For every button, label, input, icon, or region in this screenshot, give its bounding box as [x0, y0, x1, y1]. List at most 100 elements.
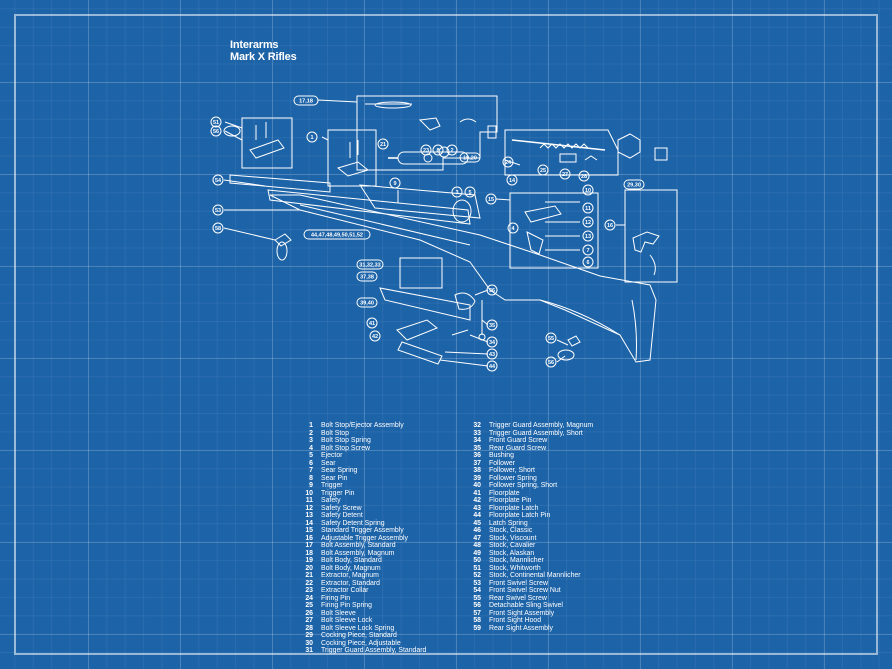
- trigger-guard-group: [379, 257, 486, 365]
- part-name: Rear Swivel Screw: [489, 594, 547, 602]
- callout-41: 41: [366, 317, 378, 329]
- part-name: Bolt Stop Screw: [321, 444, 371, 452]
- part-name: Floorplate Pin: [489, 497, 532, 504]
- part-number: 6: [309, 459, 313, 467]
- svg-text:6: 6: [586, 260, 589, 266]
- part-name: Extractor Collar: [321, 587, 369, 594]
- svg-text:39,40: 39,40: [360, 301, 374, 307]
- svg-text:21: 21: [380, 142, 386, 148]
- callout-43: 43: [486, 348, 498, 360]
- svg-text:19,20: 19,20: [463, 156, 477, 162]
- part-number: 1: [309, 422, 313, 429]
- part-name: Ejector: [321, 452, 343, 459]
- part-name: Front Swivel Screw Nut: [489, 587, 561, 594]
- part-name: Follower Spring: [489, 474, 537, 482]
- callout-11: 11: [582, 202, 594, 214]
- part-number: 46: [473, 527, 481, 534]
- part-number: 20: [305, 564, 313, 572]
- svg-text:56: 56: [548, 360, 554, 366]
- part-number: 48: [473, 542, 481, 549]
- svg-text:51: 51: [213, 120, 219, 126]
- callout-5: 5: [464, 186, 476, 198]
- callout-24: 24: [502, 156, 514, 168]
- svg-text:56: 56: [213, 129, 219, 135]
- callout-44: 44: [486, 360, 498, 372]
- part-name: Follower Spring, Short: [489, 482, 558, 489]
- part-row: 6 Sear: [299, 460, 426, 468]
- part-number: 4: [309, 444, 313, 452]
- part-name: Bolt Sleeve Lock Spring: [321, 624, 395, 632]
- part-number: 14: [305, 519, 313, 527]
- svg-text:2: 2: [450, 148, 453, 154]
- part-name: Adjustable Trigger Assembly: [321, 534, 408, 542]
- part-row: 40 Follower Spring, Short: [467, 482, 593, 490]
- svg-text:15: 15: [488, 197, 494, 203]
- part-name: Safety Detent Spring: [321, 519, 385, 527]
- part-number: 42: [473, 497, 481, 504]
- part-name: Stock, Classic: [489, 527, 533, 534]
- part-name: Sear: [321, 459, 336, 467]
- svg-text:28: 28: [581, 174, 587, 180]
- svg-text:41: 41: [369, 321, 375, 327]
- part-name: Sear Spring: [321, 467, 358, 474]
- callout-37-38: 37,38: [356, 271, 378, 282]
- part-number: 18: [305, 549, 313, 557]
- part-number: 40: [473, 482, 481, 489]
- part-name: Bolt Assembly, Standard: [321, 542, 396, 549]
- part-name: Rear Sight Assembly: [489, 624, 553, 632]
- part-name: Stock, Whitworth: [489, 564, 541, 572]
- svg-text:54: 54: [215, 178, 222, 184]
- svg-text:8: 8: [436, 148, 439, 154]
- part-number: 2: [309, 429, 313, 437]
- part-row: 20 Bolt Body, Magnum: [299, 565, 426, 573]
- part-name: Trigger: [321, 482, 343, 489]
- part-name: Front Sight Hood: [489, 617, 542, 624]
- part-number: 34: [473, 437, 481, 444]
- part-name: Follower: [489, 459, 516, 467]
- callout-stock: 44,47,48,49,50,51,52: [303, 229, 371, 240]
- svg-text:11: 11: [585, 206, 591, 212]
- part-number: 12: [305, 504, 313, 512]
- svg-text:17,18: 17,18: [299, 99, 313, 105]
- callout-14: 14: [506, 174, 518, 186]
- part-name: Bolt Body, Magnum: [321, 564, 381, 572]
- svg-text:23: 23: [423, 148, 429, 154]
- callout-28: 28: [578, 170, 590, 182]
- part-name: Bolt Sleeve Lock: [321, 617, 373, 624]
- part-number: 35: [473, 444, 481, 452]
- part-number: 24: [305, 594, 313, 602]
- part-name: Extractor, Magnum: [321, 572, 379, 579]
- callout-36: 36: [486, 284, 498, 296]
- part-name: Firing Pin: [321, 594, 351, 602]
- callout-39-40: 39,40: [356, 297, 378, 308]
- svg-text:58: 58: [215, 226, 221, 232]
- part-name: Trigger Guard Assembly, Short: [489, 429, 583, 437]
- part-number: 53: [473, 579, 481, 587]
- part-number: 44: [473, 512, 481, 519]
- part-number: 38: [473, 467, 481, 474]
- part-number: 32: [473, 422, 481, 429]
- callout-7: 7: [582, 244, 594, 256]
- diagram-title: Interarms Mark X Rifles: [230, 39, 297, 63]
- svg-text:37,38: 37,38: [360, 275, 374, 281]
